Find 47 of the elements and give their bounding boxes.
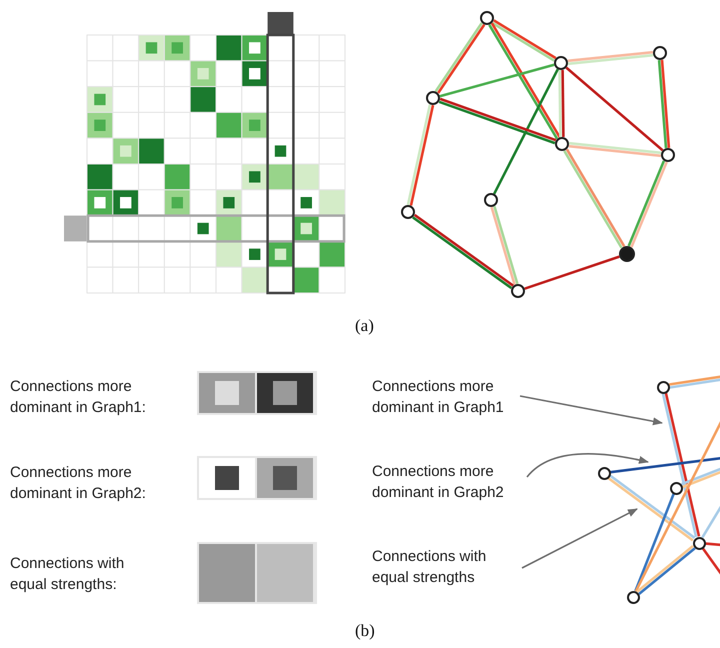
graph-edge: [670, 378, 720, 389]
legend-label: Connections more dominant in Graph2:: [10, 463, 147, 504]
graph-edge: [561, 70, 565, 138]
graph-node: [426, 91, 440, 105]
callout-label: Connections more dominant in Graph1: [372, 376, 537, 418]
graph-node: [401, 205, 415, 219]
graph-edge: [682, 470, 720, 488]
graph-edge: [634, 419, 720, 592]
graph-node: [661, 148, 675, 162]
graph-edge: [705, 542, 720, 546]
graph-edge: [681, 467, 720, 486]
legend-label: Connections more dominant in Graph1:: [10, 377, 147, 418]
graph-node: [653, 46, 667, 60]
graph-node: [554, 56, 568, 70]
graph-edge: [565, 66, 664, 152]
panel-label: (a): [355, 316, 374, 336]
graph-edge: [558, 70, 562, 138]
graph-edge: [568, 54, 654, 66]
graph-node: [670, 482, 682, 494]
graph-node: [511, 284, 525, 298]
graph-edge: [439, 64, 555, 98]
graph-edge: [660, 60, 670, 148]
leader-arrow: [526, 453, 649, 478]
graph-edge: [610, 456, 720, 474]
graph-edge: [669, 375, 720, 386]
graph-node: [626, 590, 640, 604]
graph-node: [484, 193, 498, 207]
leader-arrow: [520, 395, 663, 426]
callout-label: Connections with equal strengths: [372, 546, 522, 588]
graph-edge: [658, 60, 668, 148]
graph-edge: [702, 548, 720, 576]
graph-edge: [493, 68, 559, 194]
graph-node: [656, 380, 670, 394]
legend-label: Connections with equal strengths:: [10, 554, 126, 595]
graph-node: [598, 466, 610, 480]
graph-node: [555, 137, 569, 151]
graph-node: [480, 11, 494, 25]
graph-edge: [568, 144, 662, 158]
graph-edge: [568, 50, 654, 62]
leader-arrow: [522, 508, 638, 569]
graph-edge: [701, 504, 720, 538]
graph-edge: [634, 494, 675, 592]
graph-edge: [524, 255, 620, 290]
graph-edge: [568, 142, 662, 154]
filled-graph-node: [619, 246, 635, 262]
callout-label: Connections more dominant in Graph2: [372, 461, 537, 503]
panel-label: (b): [355, 621, 375, 641]
